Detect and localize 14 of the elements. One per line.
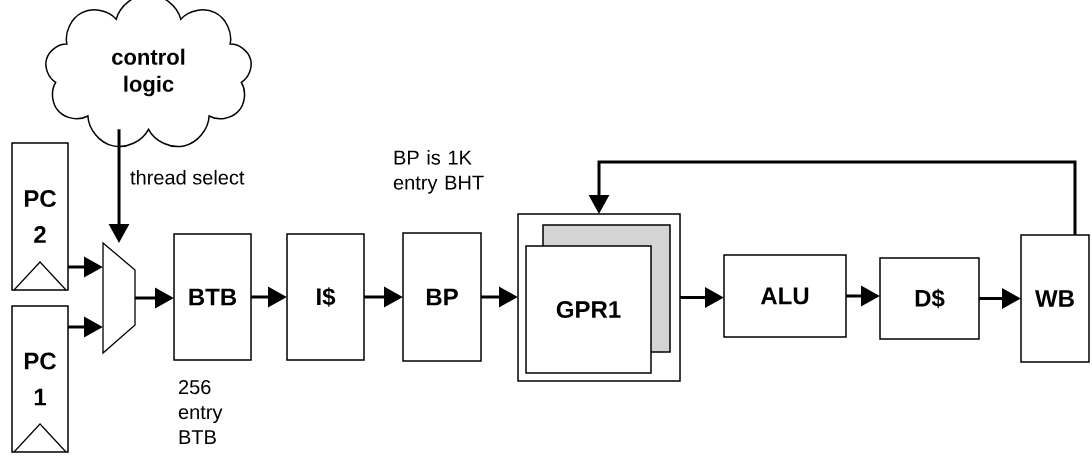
stage-box: I$ [286, 233, 365, 361]
stage-box: ALU [723, 254, 847, 338]
register-box: GPR1 [525, 245, 652, 374]
stage-box: BTB [173, 233, 252, 361]
register-box: PC 2 [11, 142, 69, 291]
annotation: 256 entry BTB [178, 380, 223, 444]
stage-box: BP [402, 232, 482, 362]
stage-box: D$ [879, 257, 980, 340]
register-file-box [517, 213, 681, 382]
stage-box: WB [1020, 234, 1090, 363]
annotation: BP is 1K entry BHT [393, 150, 484, 194]
edge-label: thread select [130, 169, 245, 185]
register-box: PC 1 [11, 305, 69, 453]
cloud: control logic [45, 0, 252, 148]
